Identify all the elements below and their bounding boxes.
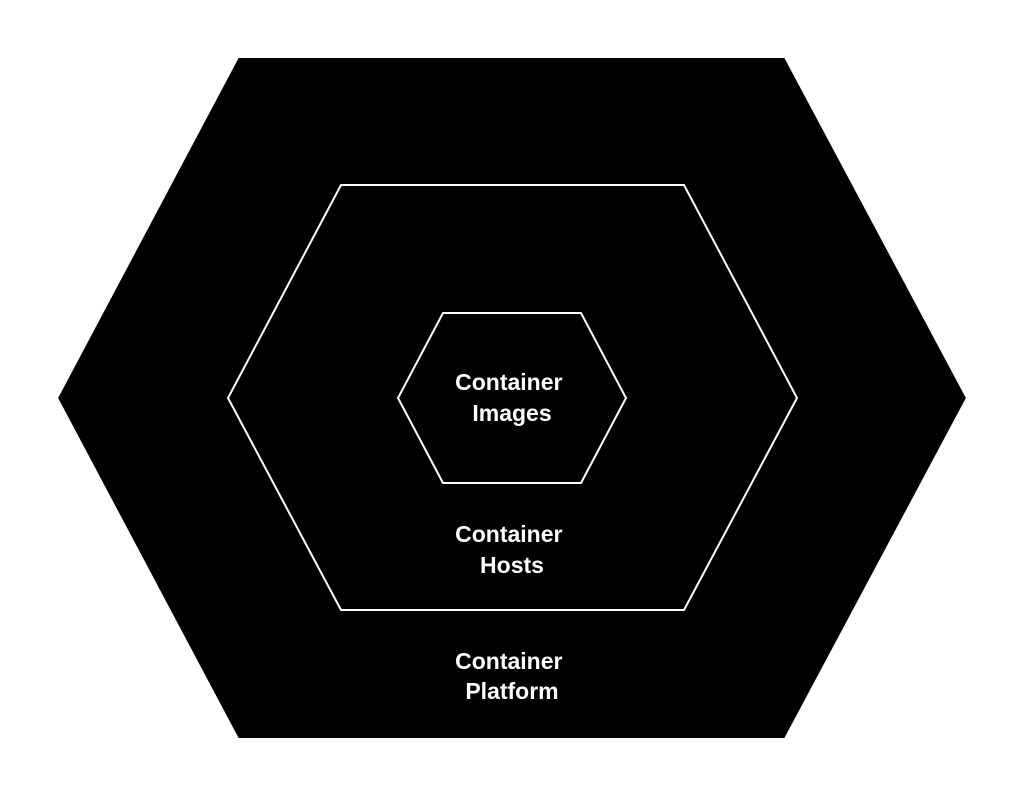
hosts-label-line2: Hosts [480,552,544,578]
images-label-line2: Images [472,400,551,426]
hosts-label-line1: Container [455,521,562,547]
platform-label: Container Platform [455,648,569,704]
images-hexagon [396,312,628,484]
platform-label-line2: Platform [465,678,558,704]
platform-label-line1: Container [455,648,562,674]
images-layer: Container Images [396,312,628,484]
hosts-label: Container Hosts [455,521,569,578]
images-label-line1: Container [455,369,562,395]
images-label: Container Images [455,369,569,426]
